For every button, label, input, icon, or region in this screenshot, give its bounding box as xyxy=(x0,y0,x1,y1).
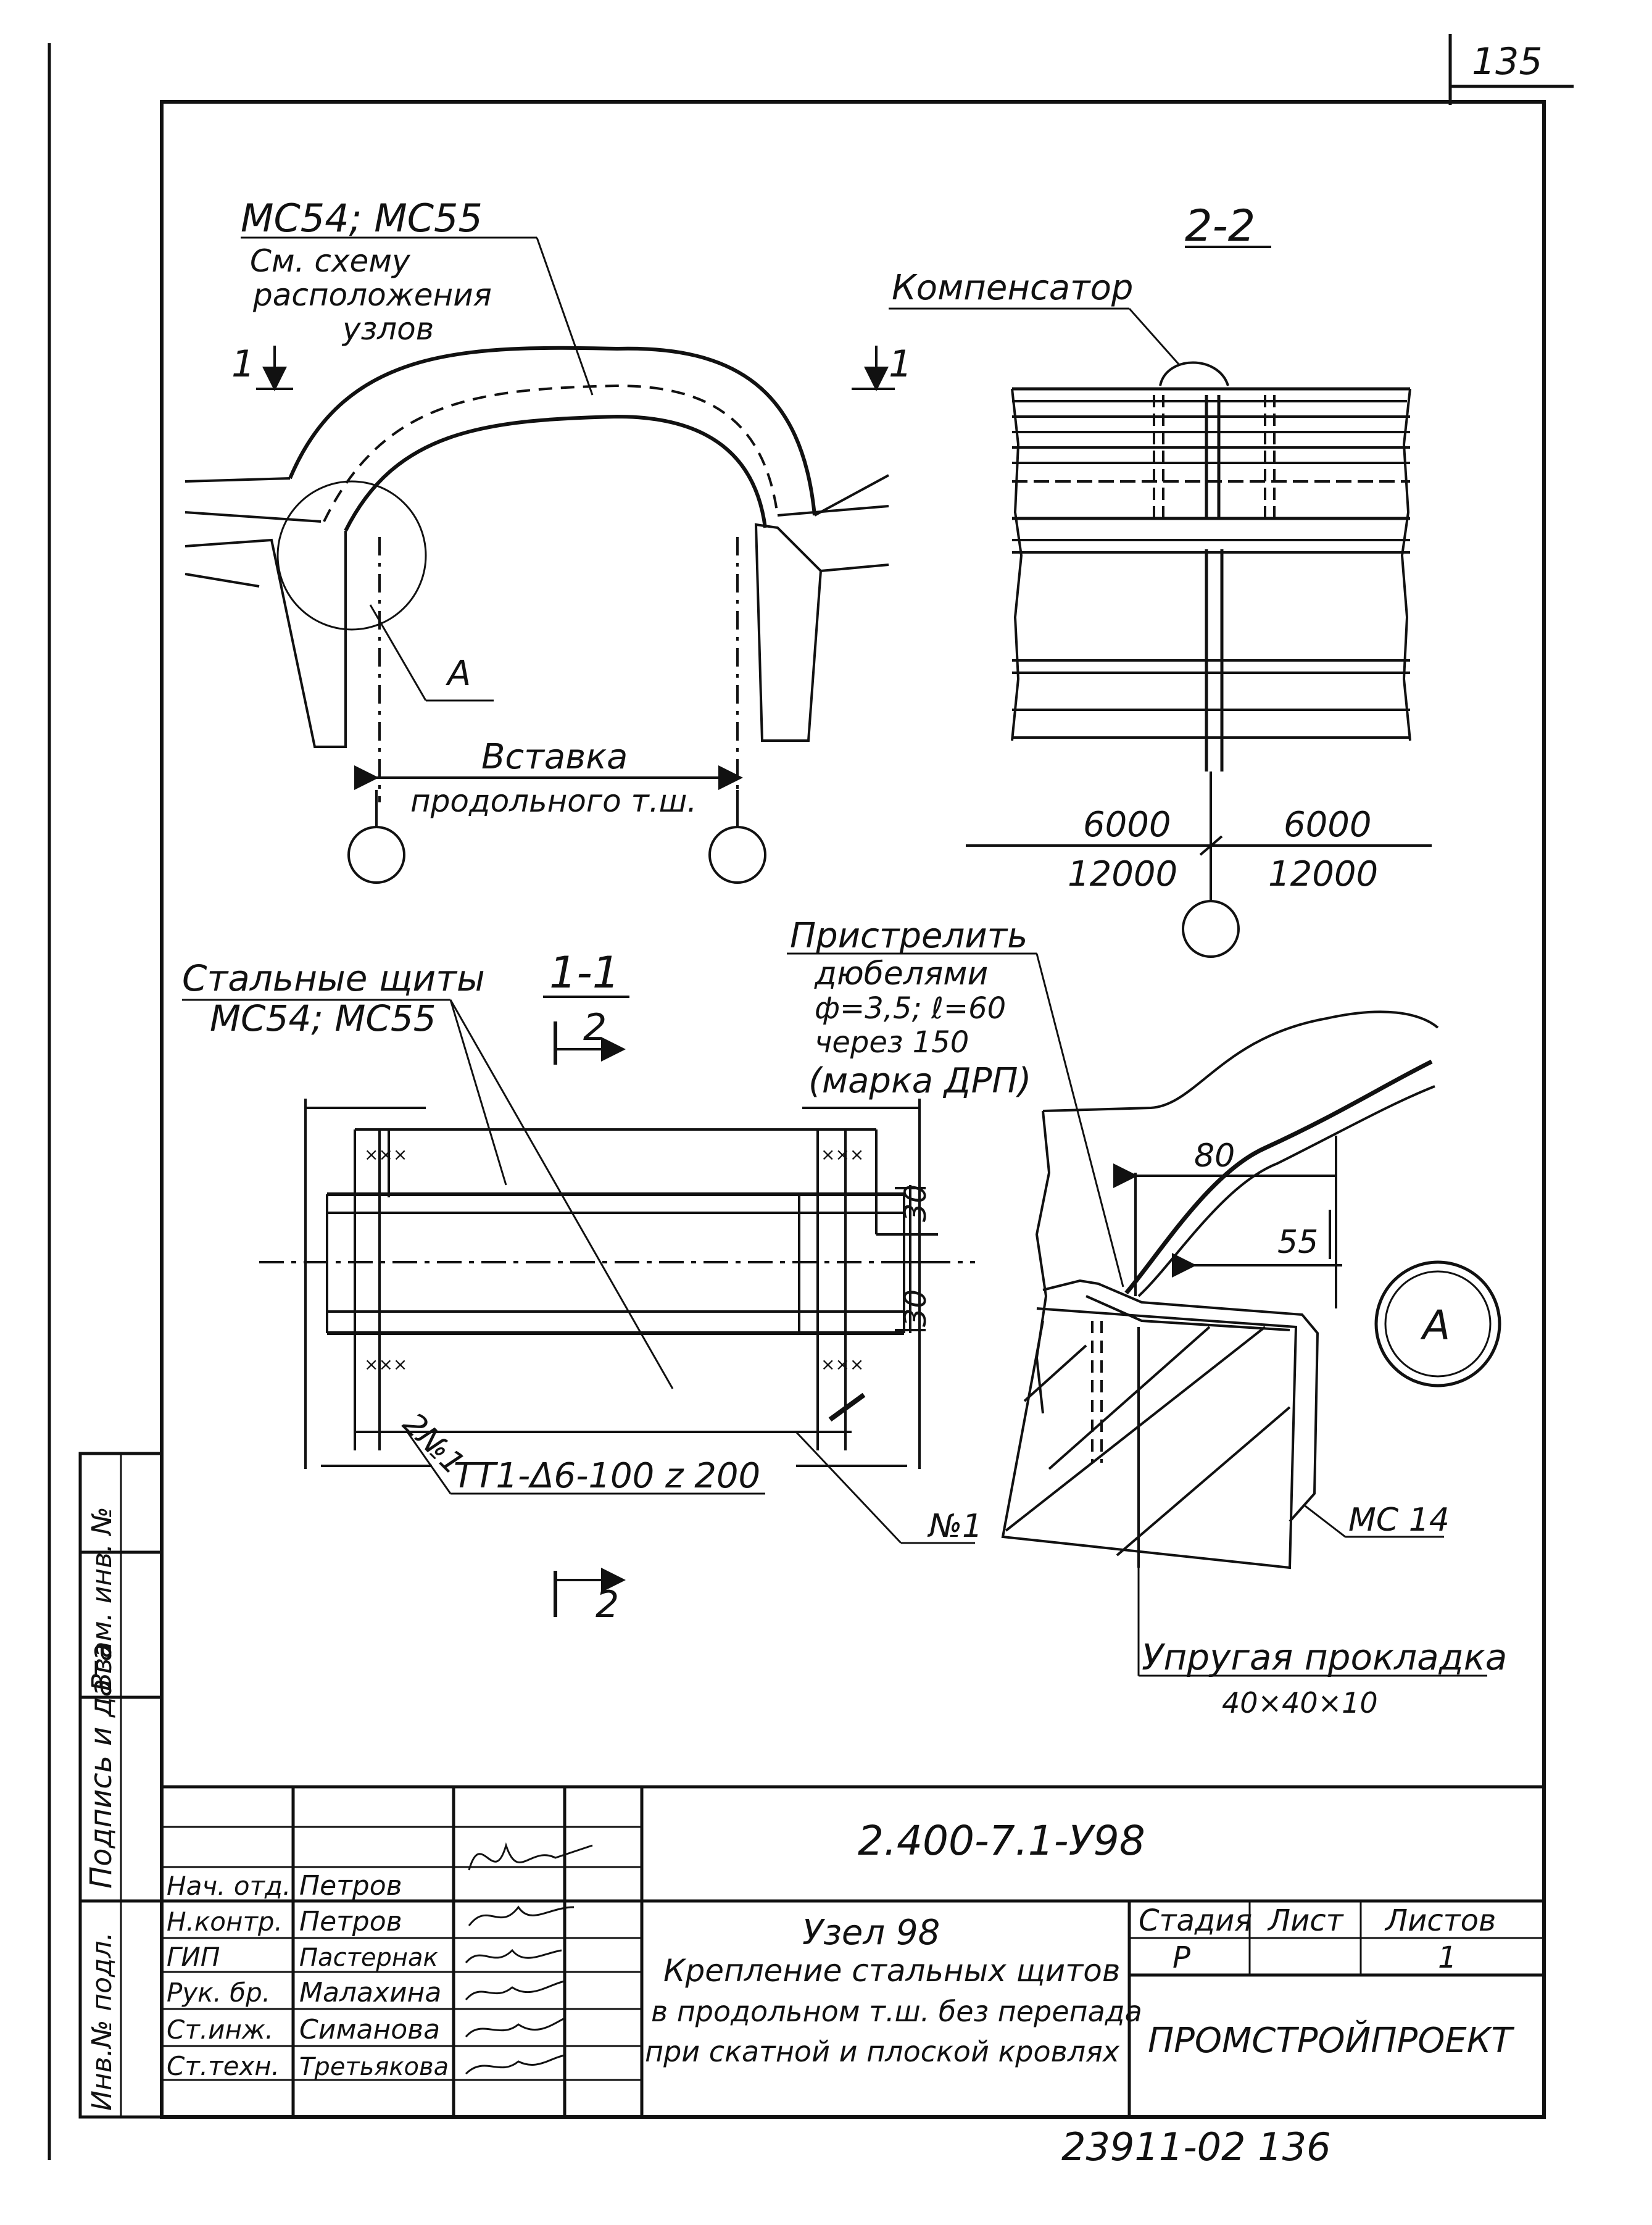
section-1-1-title: 1-1 xyxy=(549,947,620,998)
dim-55: 55 xyxy=(1277,1224,1318,1261)
detail-a-drawing xyxy=(787,952,1501,1677)
detail-note-3: ф=3,5; ℓ=60 xyxy=(815,991,1006,1026)
detail-note-1: Пристрелить xyxy=(790,916,1027,956)
detail-note-2: дюбелями xyxy=(814,955,988,992)
section-mark-2-top: 2 xyxy=(583,1006,607,1049)
side-stamp-replace: Взам. инв. № xyxy=(86,1507,118,1691)
node-title: Узел 98 xyxy=(802,1913,940,1953)
dim-80: 80 xyxy=(1194,1137,1235,1175)
arch-ref-note-1: См. схему xyxy=(250,243,411,279)
title-block-grid xyxy=(162,1785,1543,2117)
name-5: Симанова xyxy=(299,2014,440,2045)
detail-a-callout-letter: А xyxy=(1420,1302,1450,1349)
weld-spec: ТТ1-Δ6-100 z 200 xyxy=(454,1456,760,1496)
doc-code: 2.400-7.1-У98 xyxy=(858,1817,1145,1865)
svg-text:×××: ××× xyxy=(364,1144,407,1165)
description-3: при скатной и плоской кровлях xyxy=(645,2035,1120,2068)
dim-right-bottom: 12000 xyxy=(1268,854,1378,894)
sheet-header: Лист xyxy=(1267,1903,1345,1938)
role-5: Ст.инж. xyxy=(167,2015,273,2045)
page-number: 135 xyxy=(1472,40,1543,83)
detail-note-4: через 150 xyxy=(815,1025,969,1060)
detail-note-5: (марка ДРП) xyxy=(808,1061,1031,1101)
signatures xyxy=(465,1842,593,2075)
side-stamp-inv: Инв.№ подл. xyxy=(86,1932,118,2111)
dim-left-bottom: 12000 xyxy=(1068,854,1177,894)
name-3: Пастернак xyxy=(299,1944,438,1972)
stage-header: Стадия xyxy=(1139,1903,1252,1938)
role-2: Н.контр. xyxy=(167,1907,283,1937)
weld-marks: ××× ××× ××× ××× xyxy=(364,1144,864,1375)
role-3: ГИП xyxy=(167,1942,220,1972)
name-2: Петров xyxy=(299,1906,402,1937)
arch-ref-note-2: расположения xyxy=(252,277,492,313)
svg-text:×××: ××× xyxy=(364,1354,407,1375)
arch-section-drawing xyxy=(185,236,895,884)
section-2-2-title: 2-2 xyxy=(1185,201,1255,251)
insert-label-2: продольного т.ш. xyxy=(410,783,697,819)
dim-30-bottom: 30 xyxy=(899,1289,933,1327)
svg-text:×××: ××× xyxy=(821,1144,864,1165)
name-6: Третьякова xyxy=(299,2053,449,2081)
arch-ref-label: МС54; МС55 xyxy=(241,196,483,241)
mc14-label: МС 14 xyxy=(1348,1502,1450,1539)
description-2: в продольном т.ш. без перепада xyxy=(651,1995,1142,2028)
name-1: Петров xyxy=(299,1870,402,1902)
section-1-1-drawing xyxy=(182,996,975,1617)
shields-label-1: Стальные щиты xyxy=(182,957,485,999)
shields-label-2: МС54; МС55 xyxy=(210,997,436,1039)
org-name: ПРОМСТРОЙПРОЕКТ xyxy=(1148,2021,1514,2061)
name-4: Малахина xyxy=(299,1977,441,2008)
stage-value: Р xyxy=(1173,1940,1190,1975)
callout-a-letter: А xyxy=(446,654,471,694)
section-mark-left: 1 xyxy=(231,343,255,386)
description-1: Крепление стальных щитов xyxy=(663,1953,1120,1989)
gasket-size: 40×40×10 xyxy=(1222,1686,1378,1720)
compensator-label: Компенсатор xyxy=(892,268,1133,308)
side-stamp-signature: Подпись и дата xyxy=(84,1643,118,1889)
role-6: Ст.техн. xyxy=(167,2051,280,2081)
insert-label-1: Вставка xyxy=(481,737,628,777)
svg-text:×××: ××× xyxy=(821,1354,864,1375)
section-mark-2-bottom: 2 xyxy=(596,1583,619,1626)
dim-right-top: 6000 xyxy=(1284,805,1372,845)
archive-number: 23911-02 136 xyxy=(1061,2124,1331,2169)
sheets-header: Листов xyxy=(1384,1903,1496,1938)
item-ref: №1 xyxy=(927,1508,982,1545)
arch-ref-note-3: узлов xyxy=(341,311,434,347)
role-1: Нач. отд. xyxy=(167,1871,291,1901)
section-mark-right: 1 xyxy=(889,343,912,386)
gasket-label: Упругая прокладка xyxy=(1142,1636,1507,1678)
role-4: Рук. бр. xyxy=(167,1978,270,2008)
dim-left-top: 6000 xyxy=(1083,805,1171,845)
sheets-value: 1 xyxy=(1438,1940,1457,1975)
section-2-2-drawing xyxy=(889,246,1432,958)
dim-30-top: 30 xyxy=(899,1184,933,1222)
sheet-frame xyxy=(48,34,1574,2160)
